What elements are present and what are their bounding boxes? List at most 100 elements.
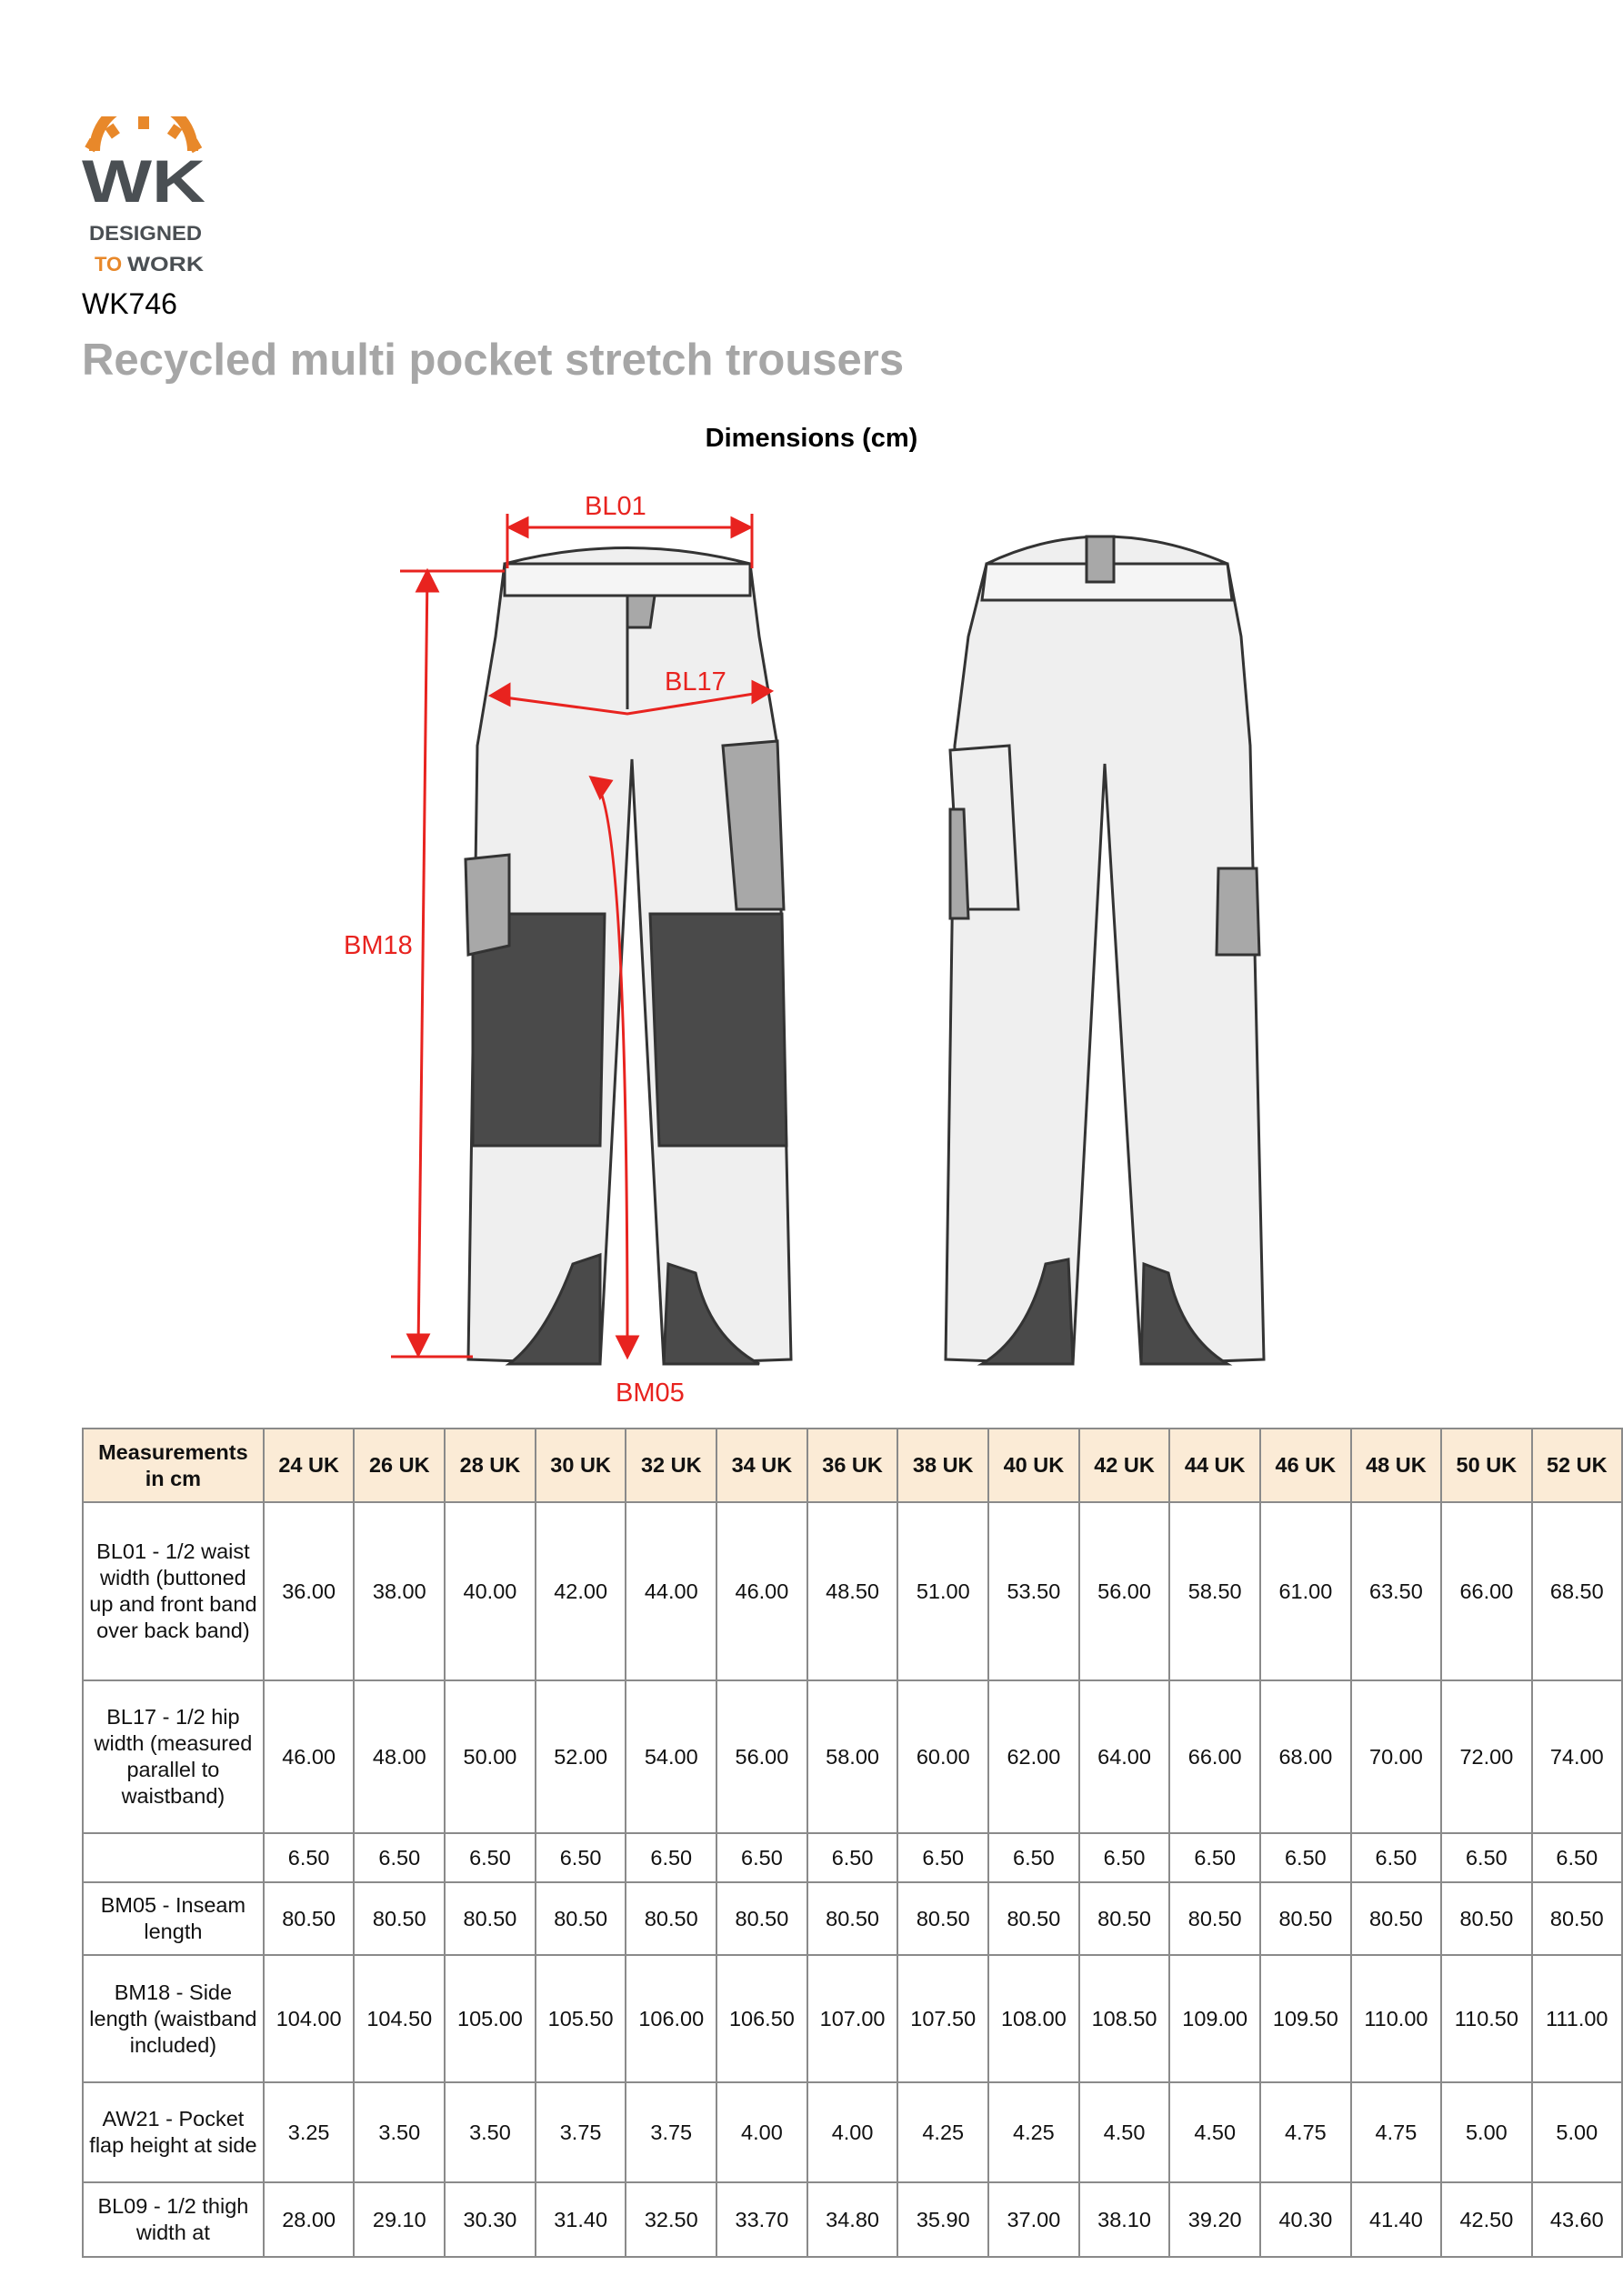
table-cell: 68.50 — [1530, 1501, 1623, 1681]
table-cell: 30.30 — [444, 2181, 536, 2258]
table-cell: 50.00 — [444, 1679, 536, 1834]
table-cell: 107.50 — [897, 1954, 990, 2083]
table-cell: 43.60 — [1530, 2181, 1623, 2258]
back-trousers-drawing — [944, 535, 1266, 1366]
table-cell: 38.10 — [1077, 2181, 1171, 2258]
header-size: 44 UK — [1168, 1428, 1262, 1503]
row-label: BL09 - 1/2 thigh width at — [82, 2181, 265, 2258]
table-cell: 80.50 — [625, 1881, 718, 1956]
table-cell: 72.00 — [1440, 1679, 1533, 1834]
row-label: AW21 - Pocket flap height at side — [82, 2081, 265, 2183]
row-label: BL01 - 1/2 waist width (buttoned up and … — [82, 1501, 265, 1681]
label-bl01: BL01 — [585, 492, 646, 521]
table-cell: 6.50 — [625, 1832, 718, 1883]
table-cell: 56.00 — [1077, 1501, 1171, 1681]
table-cell: 48.00 — [353, 1679, 446, 1834]
table-cell: 110.00 — [1349, 1954, 1443, 2083]
table-cell: 58.50 — [1168, 1501, 1262, 1681]
table-cell: 80.50 — [1440, 1881, 1533, 1956]
table-cell: 6.50 — [716, 1832, 808, 1883]
table-cell: 38.00 — [353, 1501, 446, 1681]
table-cell: 32.50 — [625, 2181, 718, 2258]
row-label: BM05 - Inseam length — [82, 1881, 265, 1956]
table-cell: 40.30 — [1259, 2181, 1352, 2258]
table-cell: 62.00 — [987, 1679, 1080, 1834]
table-cell: 6.50 — [1349, 1832, 1443, 1883]
table-cell: 80.50 — [897, 1881, 990, 1956]
header-size: 36 UK — [806, 1428, 899, 1503]
table-cell: 110.50 — [1440, 1954, 1533, 2083]
table-cell: 66.00 — [1168, 1679, 1262, 1834]
table-cell: 63.50 — [1349, 1501, 1443, 1681]
svg-text:WK: WK — [82, 147, 205, 215]
table-cell: 106.50 — [716, 1954, 808, 2083]
header-size: 40 UK — [987, 1428, 1080, 1503]
table-row: BL17 - 1/2 hip width (measured parallel … — [82, 1679, 1623, 1834]
table-cell: 106.00 — [625, 1954, 718, 2083]
table-cell: 4.00 — [806, 2081, 899, 2183]
table-cell: 80.50 — [1168, 1881, 1262, 1956]
header-size: 52 UK — [1530, 1428, 1623, 1503]
table-cell: 80.50 — [1077, 1881, 1171, 1956]
table-cell: 53.50 — [987, 1501, 1080, 1681]
table-cell: 35.90 — [897, 2181, 990, 2258]
table-cell: 6.50 — [534, 1832, 627, 1883]
table-cell: 80.50 — [1259, 1881, 1352, 1956]
header-measurements: Measurements in cm — [82, 1428, 265, 1503]
row-label: BL17 - 1/2 hip width (measured parallel … — [82, 1679, 265, 1834]
table-cell: 80.50 — [534, 1881, 627, 1956]
table-cell: 109.50 — [1259, 1954, 1352, 2083]
header-size: 38 UK — [897, 1428, 990, 1503]
table-cell: 4.75 — [1349, 2081, 1443, 2183]
table-cell: 3.75 — [625, 2081, 718, 2183]
header-size: 32 UK — [625, 1428, 718, 1503]
table-cell: 42.00 — [534, 1501, 627, 1681]
table-cell: 80.50 — [1349, 1881, 1443, 1956]
product-code: WK746 — [82, 287, 177, 320]
table-cell: 48.50 — [806, 1501, 899, 1681]
table-cell: 4.75 — [1259, 2081, 1352, 2183]
table-cell: 4.00 — [716, 2081, 808, 2183]
table-cell: 80.50 — [987, 1881, 1080, 1956]
svg-text:TO: TO — [95, 253, 122, 276]
table-cell: 6.50 — [987, 1832, 1080, 1883]
table-cell: 54.00 — [625, 1679, 718, 1834]
table-cell: 37.00 — [987, 2181, 1080, 2258]
table-cell: 80.50 — [353, 1881, 446, 1956]
svg-text:WORK: WORK — [127, 253, 204, 276]
front-trousers-drawing — [464, 546, 793, 1366]
dimensions-heading: Dimensions (cm) — [705, 424, 918, 453]
table-cell: 108.00 — [987, 1954, 1080, 2083]
table-cell: 44.00 — [625, 1501, 718, 1681]
table-cell: 6.50 — [806, 1832, 899, 1883]
table-cell: 29.10 — [353, 2181, 446, 2258]
table-cell: 104.50 — [353, 1954, 446, 2083]
table-cell: 6.50 — [444, 1832, 536, 1883]
header-size: 26 UK — [353, 1428, 446, 1503]
table-cell: 66.00 — [1440, 1501, 1533, 1681]
table-cell: 80.50 — [1530, 1881, 1623, 1956]
table-cell: 39.20 — [1168, 2181, 1262, 2258]
table-cell: 34.80 — [806, 2181, 899, 2258]
table-row: BM18 - Side length (waistband included) 1… — [82, 1954, 1623, 2083]
table-cell: 105.50 — [534, 1954, 627, 2083]
table-cell: 3.25 — [262, 2081, 356, 2183]
header-size: 34 UK — [716, 1428, 808, 1503]
table-cell: 105.00 — [444, 1954, 536, 2083]
row-label — [82, 1832, 265, 1883]
table-cell: 51.00 — [897, 1501, 990, 1681]
table-cell: 80.50 — [262, 1881, 356, 1956]
brand-logo: WK DESIGNED TO WORK — [82, 116, 205, 276]
svg-text:DESIGNED: DESIGNED — [89, 222, 202, 245]
table-cell: 46.00 — [716, 1501, 808, 1681]
table-cell: 6.50 — [1259, 1832, 1352, 1883]
table-cell: 56.00 — [716, 1679, 808, 1834]
table-cell: 3.75 — [534, 2081, 627, 2183]
row-label: BM18 - Side length (waistband included) — [82, 1954, 265, 2083]
table-cell: 52.00 — [534, 1679, 627, 1834]
table-row: BL01 - 1/2 waist width (buttoned up and … — [82, 1501, 1623, 1681]
